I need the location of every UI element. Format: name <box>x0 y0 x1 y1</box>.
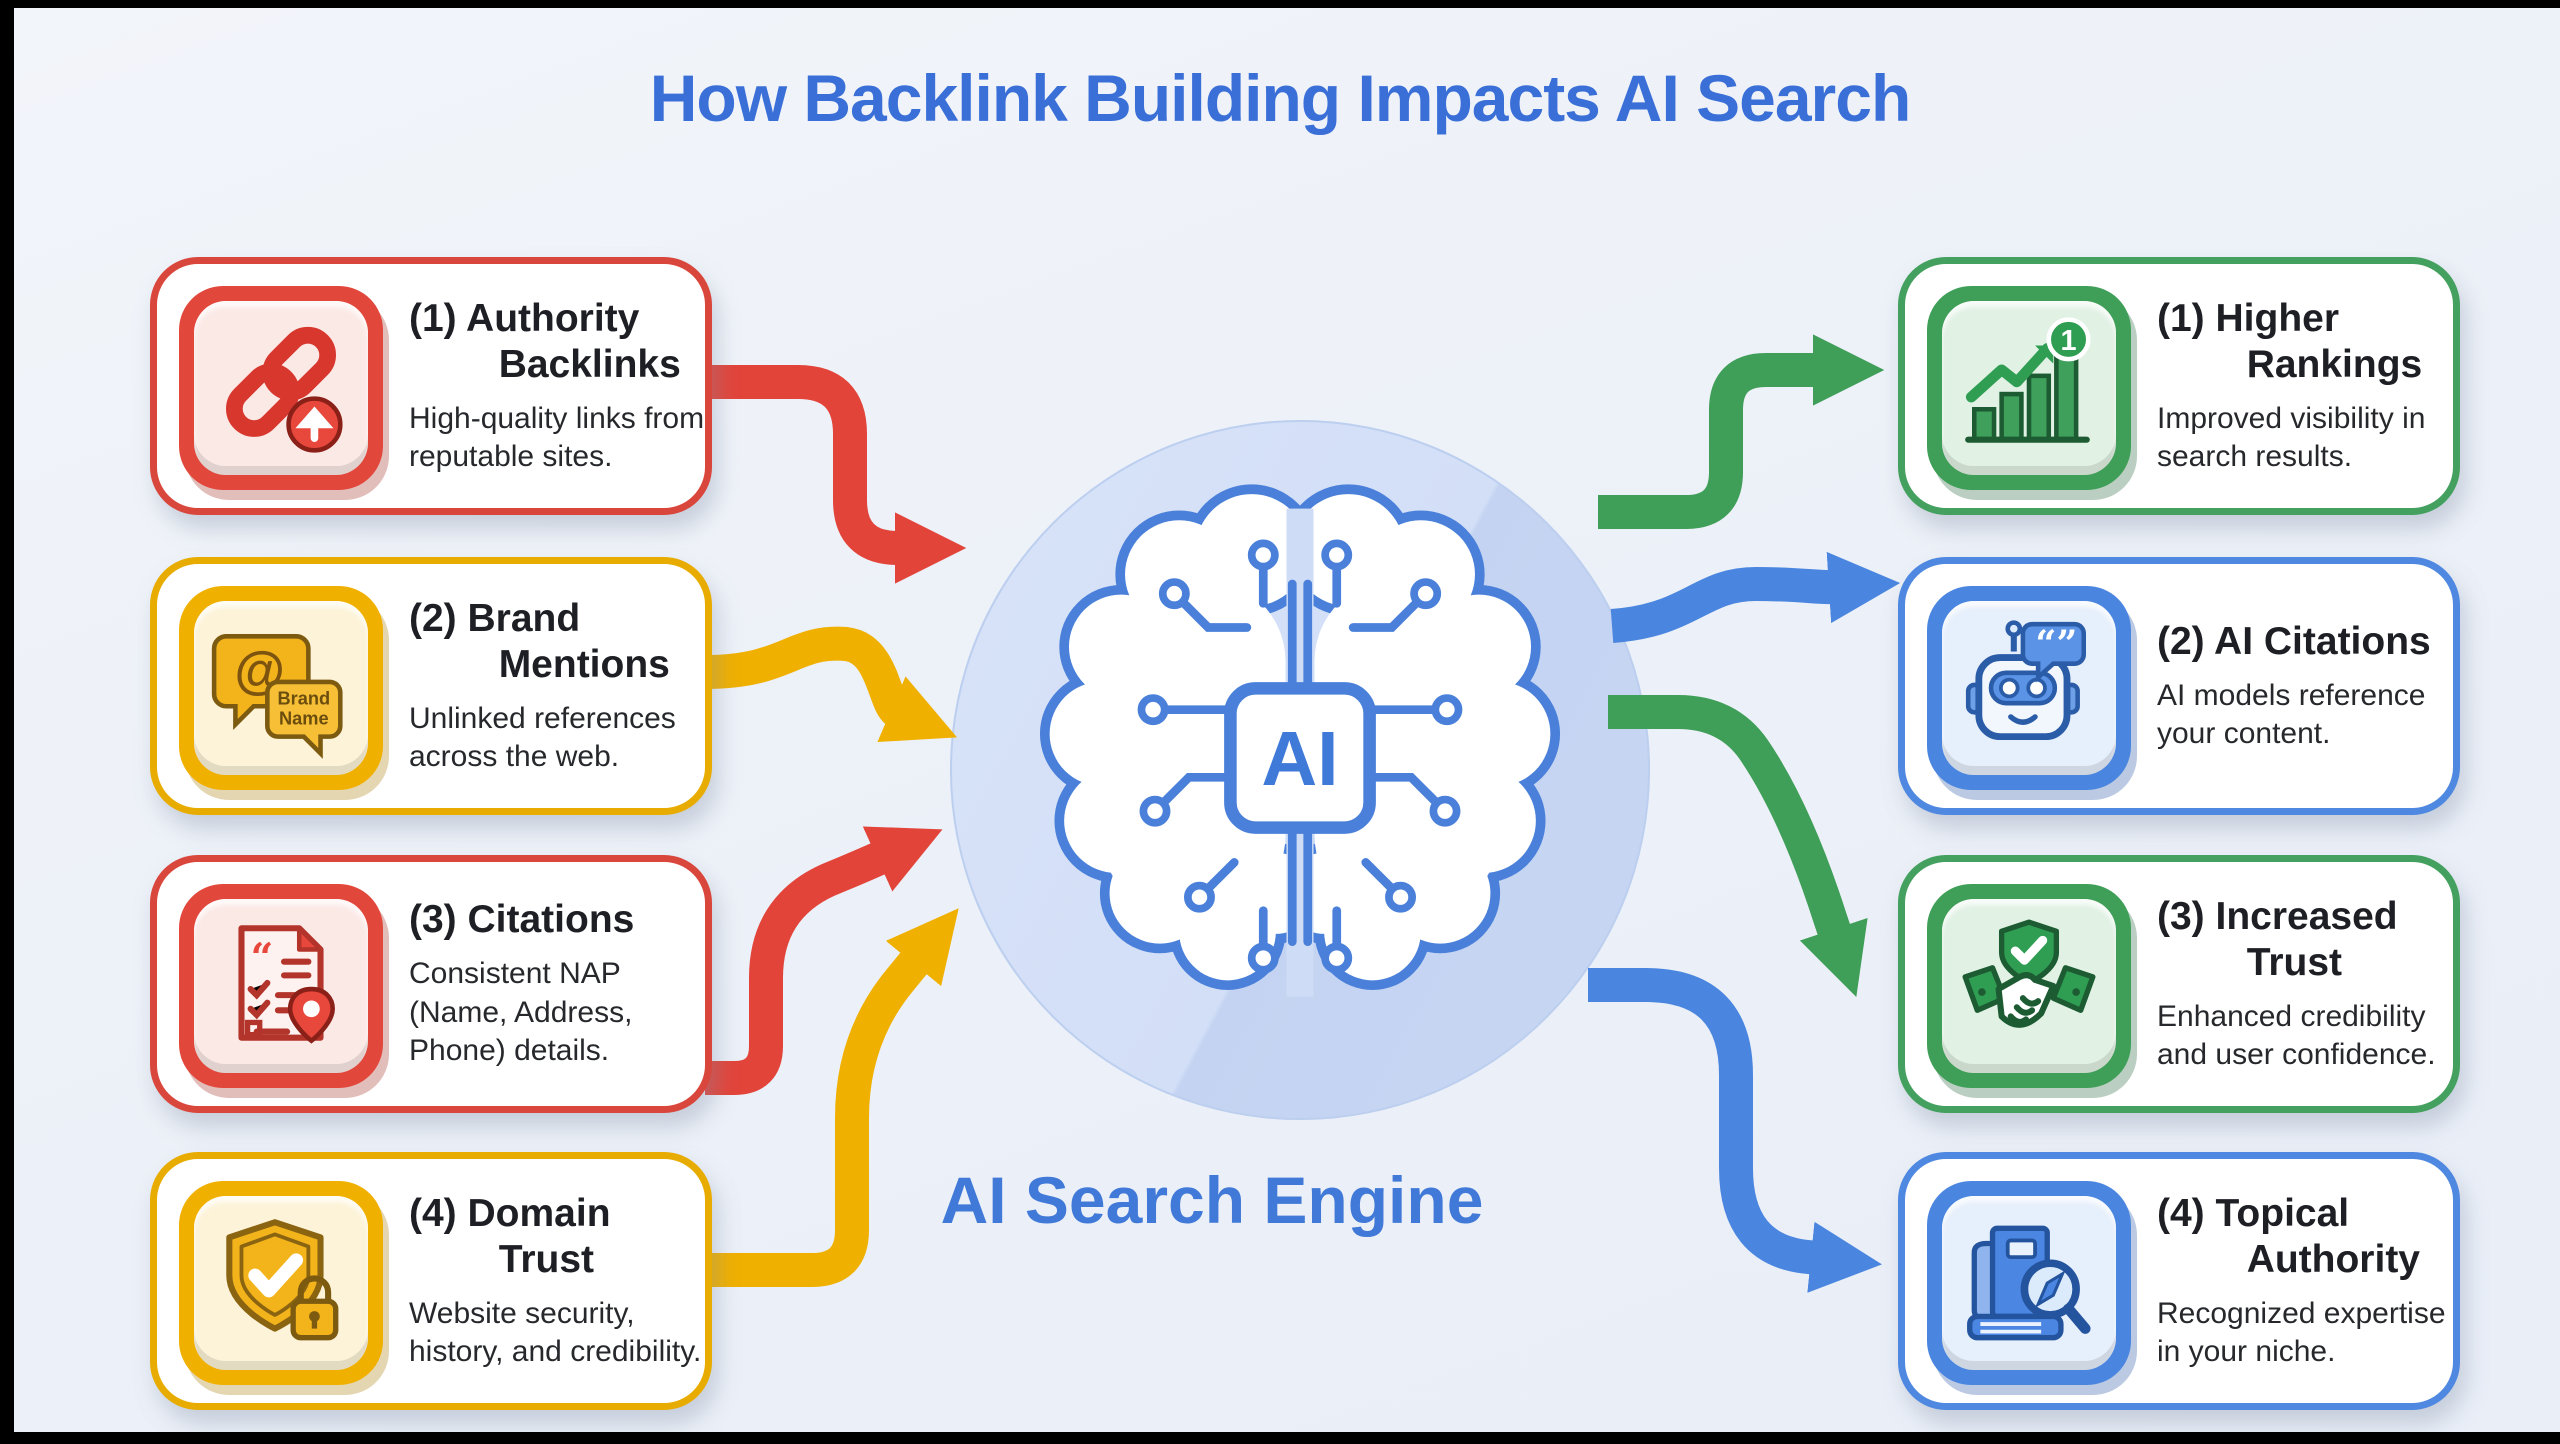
arrow-citations <box>705 826 943 1095</box>
page-title: How Backlink Building Impacts AI Search <box>649 61 1912 135</box>
card-heading: (2) AI Citations <box>2157 619 2431 663</box>
card-body: Website security, history, and credibili… <box>409 1296 702 1369</box>
card-authority-backlinks: (1) Authority Backlinks High-quality lin… <box>150 257 712 515</box>
arrow-brand-mentions <box>704 626 957 742</box>
arrow-authority-backlinks <box>705 365 967 584</box>
card-topical-authority: (4) Topical Authority Recognized experti… <box>1898 1152 2460 1410</box>
ai-chip-label: AI <box>1261 716 1338 802</box>
card-heading: (3) Increased Trust <box>2157 894 2398 984</box>
card-body: AI models reference your content. <box>2157 678 2426 750</box>
circuit-brain-icon: AI <box>1039 484 1561 997</box>
card-body: Consistent NAP (Name, Address, Phone) de… <box>409 957 633 1068</box>
photo-edge-left <box>0 0 14 1444</box>
card-domain-trust: (4) Domain Trust Website security, histo… <box>150 1152 712 1410</box>
card-heading: (2) Brand Mentions <box>409 596 670 686</box>
card-higher-rankings: 1 (1) Higher Rankings Improved visibilit… <box>1898 257 2460 515</box>
handshake-shield-icon <box>1927 884 2131 1088</box>
rising-bar-chart-icon: 1 <box>1927 286 2131 490</box>
card-heading: (1) Higher Rankings <box>2157 296 2423 386</box>
card-heading: (4) Topical Authority <box>2157 1191 2420 1281</box>
card-ai-citations: “” (2) AI Citations AI models reference … <box>1898 557 2460 815</box>
svg-text:“: “ <box>251 935 274 981</box>
svg-text:“”: “” <box>2035 622 2077 665</box>
card-body: Enhanced credibility and user confidence… <box>2157 999 2436 1072</box>
rank-badge: 1 <box>2060 325 2076 357</box>
photo-edge-top <box>0 0 2560 8</box>
brand-mention-bubbles-icon: @ Brand Name <box>179 586 383 790</box>
card-brand-mentions: @ Brand Name (2) Brand Mentions Unlinked… <box>150 557 712 815</box>
citation-document-pin-icon: “ <box>179 884 383 1088</box>
card-citations: “ (3) Citations Consistent NAP (Name, Ad… <box>150 855 712 1113</box>
photo-edge-bottom <box>0 1432 2560 1444</box>
card-body: Improved visibility in search results. <box>2157 401 2426 474</box>
arrow-increased-trust <box>1608 695 1868 997</box>
card-body: Recognized expertise in your niche. <box>2157 1296 2446 1369</box>
arrow-ai-citations <box>1610 551 1901 643</box>
arrow-higher-rankings <box>1598 334 1885 529</box>
brand-bubble-line1: Brand <box>277 688 330 709</box>
ai-engine-caption: AI Search Engine <box>940 1163 1484 1237</box>
card-heading: (4) Domain Trust <box>409 1191 611 1281</box>
brand-bubble-line2: Name <box>279 707 329 728</box>
shield-check-lock-icon <box>179 1181 383 1385</box>
robot-quote-icon: “” <box>1927 586 2131 790</box>
card-body: Unlinked references across the web. <box>409 701 676 774</box>
card-heading: (3) Citations <box>409 898 635 942</box>
ai-chip <box>1224 682 1376 834</box>
chain-link-up-icon <box>179 286 383 490</box>
arrow-topical-authority <box>1588 968 1882 1293</box>
card-increased-trust: (3) Increased Trust Enhanced credibility… <box>1898 855 2460 1113</box>
card-body: High-quality links from reputable sites. <box>409 401 705 474</box>
arrow-domain-trust <box>705 908 959 1287</box>
card-heading: (1) Authority Backlinks <box>409 296 681 386</box>
books-magnifier-icon <box>1927 1181 2131 1385</box>
